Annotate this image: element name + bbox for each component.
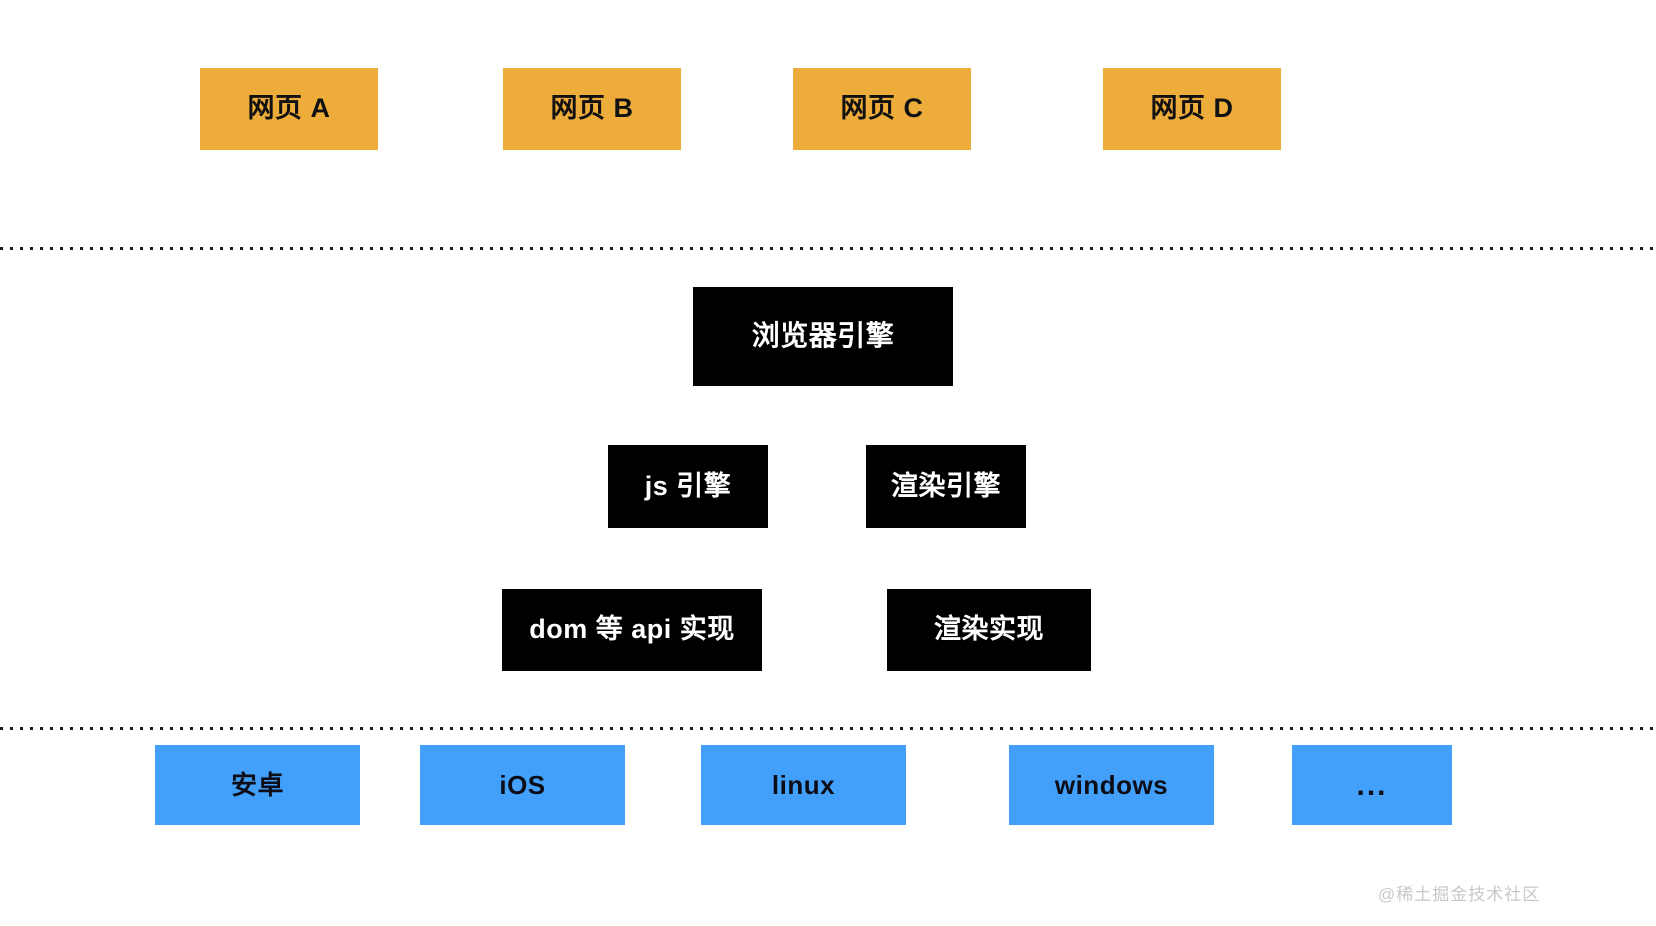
page-box-a-label: 网页 A <box>247 93 331 124</box>
divider-engines-os <box>0 727 1656 730</box>
page-box-b-label: 网页 B <box>550 93 634 124</box>
os-box-linux-label: linux <box>771 769 836 800</box>
render-impl-box: 渲染实现 <box>887 589 1091 671</box>
divider-pages-engines <box>0 247 1656 250</box>
browser-engine-box: 浏览器引擎 <box>693 287 953 386</box>
os-box-more: ... <box>1292 745 1452 825</box>
os-box-ios-label: iOS <box>499 769 546 800</box>
os-box-windows: windows <box>1009 745 1214 825</box>
watermark: @稀土掘金技术社区 <box>1378 885 1541 904</box>
page-box-d-label: 网页 D <box>1150 93 1234 124</box>
page-box-c: 网页 C <box>793 68 971 150</box>
os-box-windows-label: windows <box>1054 769 1169 800</box>
os-box-ios: iOS <box>420 745 625 825</box>
browser-engine-label: 浏览器引擎 <box>751 320 895 352</box>
os-box-android: 安卓 <box>155 745 360 825</box>
js-engine-label: js 引擎 <box>644 470 732 501</box>
dom-api-impl-label: dom 等 api 实现 <box>529 614 735 645</box>
render-engine-label: 渲染引擎 <box>891 470 1001 501</box>
page-box-d: 网页 D <box>1103 68 1281 150</box>
js-engine-box: js 引擎 <box>608 445 768 528</box>
page-box-c-label: 网页 C <box>840 93 924 124</box>
dom-api-impl-box: dom 等 api 实现 <box>502 589 762 671</box>
os-box-more-label: ... <box>1356 768 1388 802</box>
page-box-b: 网页 B <box>503 68 681 150</box>
render-engine-box: 渲染引擎 <box>866 445 1026 528</box>
os-box-linux: linux <box>701 745 906 825</box>
page-box-a: 网页 A <box>200 68 378 150</box>
render-impl-label: 渲染实现 <box>934 614 1044 645</box>
os-box-android-label: 安卓 <box>230 769 284 800</box>
